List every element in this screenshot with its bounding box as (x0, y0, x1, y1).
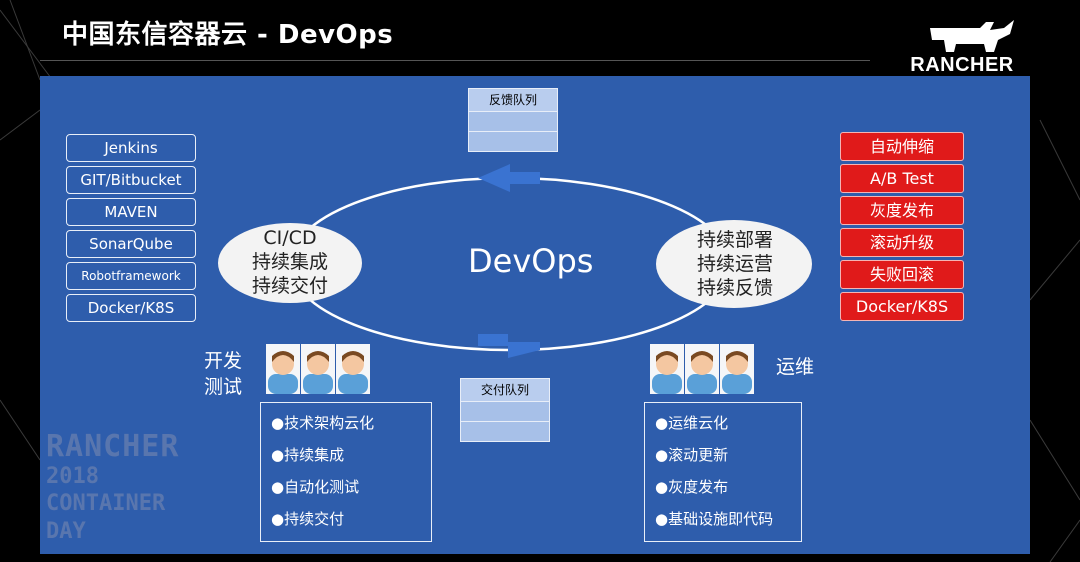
tool-git-bitbucket: GIT/Bitbucket (66, 166, 196, 194)
brand-text: RANCHER (910, 54, 1014, 76)
person-icon (266, 344, 300, 394)
watermark-line: 2018 (46, 464, 99, 489)
dev-test-label: 开发 测试 (204, 348, 242, 400)
tool-jenkins: Jenkins (66, 134, 196, 162)
diagram-panel: Jenkins GIT/Bitbucket MAVEN SonarQube Ro… (40, 76, 1030, 554)
cd-ops-text: 持续部署 持续运营 持续反馈 (680, 228, 790, 300)
list-item: ●运维云化 (655, 414, 729, 432)
person-icon (336, 344, 370, 394)
queue-slot (461, 422, 549, 441)
cd-ops-line: 持续部署 (696, 229, 773, 251)
queue-slot (469, 112, 557, 132)
list-item: ●持续集成 (271, 446, 345, 464)
list-item: ●基础设施即代码 (655, 510, 774, 528)
feedback-queue-label: 反馈队列 (469, 89, 557, 112)
list-item: ●技术架构云化 (271, 414, 375, 432)
person-icon (650, 344, 684, 394)
dev-task-list: ●技术架构云化 ●持续集成 ●自动化测试 ●持续交付 (260, 402, 432, 542)
tool-docker-k8s: Docker/K8S (66, 294, 196, 322)
feature-docker-k8s: Docker/K8S (840, 292, 964, 321)
ops-team-avatars (650, 344, 755, 394)
delivery-arrow (478, 334, 540, 358)
delivery-queue-label: 交付队列 (461, 379, 549, 402)
event-watermark: RANCHER 2018 CONTAINER DAY (46, 430, 179, 546)
queue-slot (461, 402, 549, 422)
cd-ops-line: 持续反馈 (696, 277, 773, 299)
title-divider (40, 60, 870, 61)
delivery-queue: 交付队列 (460, 378, 550, 442)
ci-cd-line: CI/CD (263, 227, 317, 249)
ops-label: 运维 (776, 356, 815, 378)
watermark-line: DAY (46, 519, 86, 544)
feature-rolling-upgrade: 滚动升级 (840, 228, 964, 257)
ci-cd-ellipse (218, 223, 362, 303)
cd-ops-ellipse (656, 220, 812, 308)
feature-autoscale: 自动伸缩 (840, 132, 964, 161)
feature-gray-release: 灰度发布 (840, 196, 964, 225)
tool-maven: MAVEN (66, 198, 196, 226)
feedback-queue: 反馈队列 (468, 88, 558, 152)
dev-team-avatars (266, 344, 371, 394)
feature-ab-test: A/B Test (840, 164, 964, 193)
queue-slot (469, 132, 557, 151)
person-icon (720, 344, 754, 394)
ci-cd-text: CI/CD 持续集成 持续交付 (240, 226, 340, 298)
tool-sonarqube: SonarQube (66, 230, 196, 258)
ci-cd-line: 持续集成 (251, 251, 328, 273)
dev-test-line: 测试 (204, 376, 243, 398)
feature-rollback: 失败回滚 (840, 260, 964, 289)
bull-icon (930, 20, 1014, 52)
cycle-diagram (218, 164, 812, 358)
list-item: ●灰度发布 (655, 478, 729, 496)
feedback-arrow (478, 164, 540, 192)
watermark-line: CONTAINER (46, 491, 166, 516)
list-item: ●自动化测试 (271, 478, 360, 496)
brand-logo: RANCHER (902, 18, 1032, 78)
devops-center-label: DevOps (468, 242, 594, 280)
person-icon (685, 344, 719, 394)
ci-cd-line: 持续交付 (251, 275, 328, 297)
ops-task-list: ●运维云化 ●滚动更新 ●灰度发布 ●基础设施即代码 (644, 402, 802, 542)
dev-test-line: 开发 (204, 350, 243, 372)
watermark-line: RANCHER (46, 429, 180, 464)
page-title: 中国东信容器云 - DevOps (62, 20, 394, 50)
list-item: ●滚动更新 (655, 446, 729, 464)
person-icon (301, 344, 335, 394)
tool-robotframework: Robotframework (66, 262, 196, 290)
list-item: ●持续交付 (271, 510, 345, 528)
cd-ops-line: 持续运营 (696, 253, 773, 275)
